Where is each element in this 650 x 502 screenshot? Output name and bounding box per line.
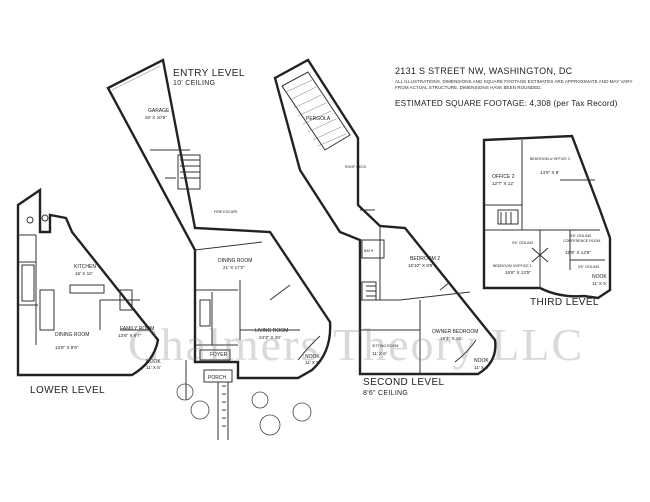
room-roof-deck: ROOF DECK — [345, 165, 367, 169]
property-address: 2131 S STREET NW, WASHINGTON, DC — [395, 66, 573, 76]
entry-level-title: ENTRY LEVEL — [173, 68, 245, 79]
room-sitting: SITTING ROOM — [372, 344, 398, 348]
room-living-dim: 24'3" X 20' — [259, 335, 281, 340]
room-nook-lower: NOOK — [146, 359, 161, 365]
lower-level-outline — [16, 187, 160, 377]
room-nook-third-dim: 11' X 5' — [592, 281, 607, 286]
room-dining-entry-dim: 21' X 17'2" — [223, 265, 245, 270]
ceiling-note-b: 9'6" CEILING — [570, 234, 592, 238]
room-owner: OWNER BEDROOM — [432, 329, 478, 335]
room-bedroom2-dim: 15'10" X 8'8" — [408, 263, 434, 268]
third-level-outline — [482, 134, 612, 300]
room-conference: CONFERENCE ROOM — [563, 239, 600, 243]
room-dining-lower: DINING ROOM — [55, 332, 89, 338]
ceiling-note-c: 9'6" CEILING — [578, 265, 600, 269]
entry-level-outline — [106, 58, 332, 380]
room-family: FAMILY ROOM — [120, 326, 154, 332]
room-dining-entry: DINING ROOM — [218, 258, 252, 264]
room-nook-entry: NOOK — [305, 354, 320, 360]
room-foyer: FOYER — [210, 352, 228, 358]
room-owner-dim: 19'4" X 15' — [440, 336, 462, 341]
plan-header: 2131 S STREET NW, WASHINGTON, DC ALL ILL… — [395, 66, 640, 108]
room-nook-second-dim: 11' X 4' — [474, 365, 489, 370]
room-bath: BATH — [364, 249, 374, 253]
room-fire-escape: FIRE ESCAPE — [214, 210, 238, 214]
second-level-outline — [273, 58, 497, 376]
disclaimer-text: ALL ILLUSTRATIONS, DIMENSIONS AND SQUARE… — [395, 79, 633, 90]
room-conference-dim: 15'9" X 12'8" — [565, 250, 591, 255]
square-footage: ESTIMATED SQUARE FOOTAGE: 4,308 (per Tax… — [395, 99, 618, 108]
second-level-ceiling: 8'6" CEILING — [363, 390, 409, 397]
room-bedroom3: BEDROOM 3/OFFICE 1 — [493, 264, 532, 268]
room-office2: OFFICE 2 — [492, 174, 515, 180]
room-living: LIVING ROOM — [255, 328, 288, 334]
room-bedroom4: BEDROOM 4/ OFFICE 3 — [530, 157, 570, 161]
room-sitting-dim: 11' X 6' — [372, 351, 387, 356]
room-nook-entry-dim: 11' X 5' — [305, 360, 320, 365]
room-dining-lower-dim: 13'8" X 8'6" — [55, 345, 79, 350]
room-pergola: PERGOLA — [306, 116, 331, 122]
room-bedroom3-dim: 15'6" X 12'5" — [505, 270, 531, 275]
ceiling-note-a: 9'6" CEILING — [512, 241, 534, 245]
room-garage-dim: 20' X 10'5" — [145, 115, 167, 120]
room-nook-third: NOOK — [592, 274, 607, 280]
entry-level-ceiling: 10' CEILING — [173, 80, 216, 87]
room-nook-lower-dim: 11' X 5' — [146, 365, 161, 370]
room-bedroom2: BEDROOM 2 — [410, 256, 440, 262]
room-nook-second: NOOK — [474, 358, 489, 364]
room-bedroom4-dim: 14'5" X 8' — [540, 170, 559, 175]
room-garage: GARAGE — [148, 108, 170, 114]
watermark: Chalmers Theory LLC — [128, 319, 585, 370]
room-kitchen-dim: 16' X 10' — [75, 271, 93, 276]
room-family-dim: 13'6" X 9'7" — [118, 333, 142, 338]
room-kitchen: KITCHEN — [74, 264, 96, 270]
third-level-title: THIRD LEVEL — [530, 297, 599, 308]
room-porch: PORCH — [208, 375, 226, 381]
room-office2-dim: 12'7" X 12' — [492, 181, 514, 186]
lower-level-title: LOWER LEVEL — [30, 385, 105, 396]
second-level-title: SECOND LEVEL — [363, 377, 445, 388]
